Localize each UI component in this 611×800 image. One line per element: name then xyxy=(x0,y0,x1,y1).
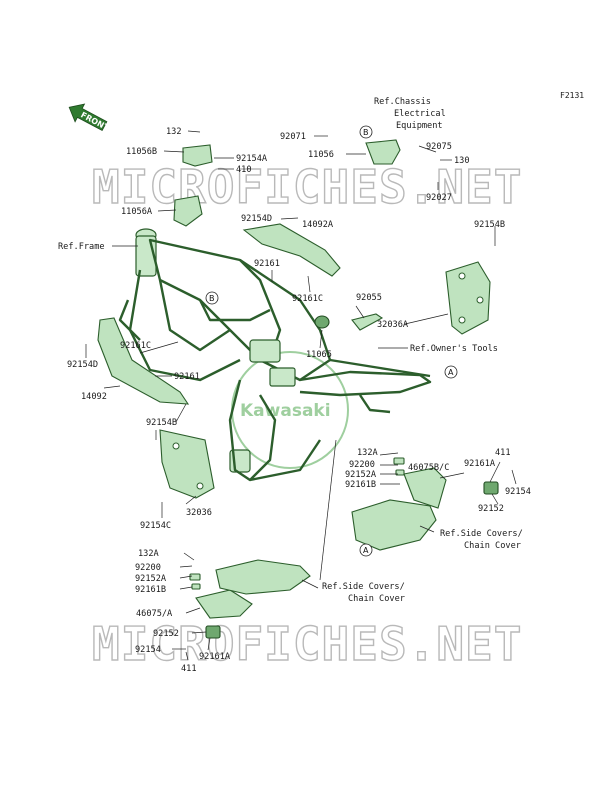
bracket-11056b xyxy=(182,144,213,167)
watermark-text-top: MICROFICHES.NET xyxy=(92,160,522,214)
ref-side-covers-right-2: Chain Cover xyxy=(464,541,521,551)
cover-14092a xyxy=(242,223,341,277)
part-label-92055: 92055 xyxy=(356,293,382,303)
cover-14092 xyxy=(97,317,190,405)
part-label-14092a: 14092A xyxy=(302,220,334,230)
guard-right xyxy=(351,499,437,551)
part-label-92200-right: 92200 xyxy=(349,460,375,470)
leader-lines xyxy=(85,130,517,661)
part-label-92154d-left: 92154D xyxy=(67,360,98,370)
ref-frame: Ref.Frame xyxy=(58,242,105,252)
part-label-92154b-left: 92154B xyxy=(146,418,177,428)
part-label-92161c-top: 92161C xyxy=(292,294,323,304)
part-label-11056: 11056 xyxy=(308,150,334,160)
ref-side-covers-left-1: Ref.Side Covers/ xyxy=(322,582,405,592)
part-label-92027: 92027 xyxy=(426,193,452,203)
part-label-411-right: 411 xyxy=(495,448,511,458)
part-label-14092: 14092 xyxy=(81,392,107,402)
ref-side-covers-left-2: Chain Cover xyxy=(348,594,405,604)
svg-text:B: B xyxy=(363,128,369,137)
collar-group-left xyxy=(189,573,221,639)
marker-a-right: A xyxy=(444,365,458,379)
part-label-92154-left: 92154 xyxy=(135,645,161,655)
part-label-92200-left: 92200 xyxy=(135,563,161,573)
svg-text:A: A xyxy=(363,546,369,555)
part-label-92152-right: 92152 xyxy=(478,504,504,514)
front-label: FRONT xyxy=(79,110,111,133)
part-label-92161-left: 92161 xyxy=(174,372,200,382)
bracket-11056a xyxy=(173,195,203,227)
part-label-32036: 32036 xyxy=(186,508,212,518)
part-label-32036a: 32036A xyxy=(377,320,409,330)
part-label-92161b-left: 92161B xyxy=(135,585,166,595)
part-label-92154b-right: 92154B xyxy=(474,220,505,230)
part-label-92152a-right: 92152A xyxy=(345,470,377,480)
bracket-46075bc xyxy=(403,467,447,509)
rubber-92055 xyxy=(351,313,384,331)
guard-left xyxy=(215,559,311,595)
plate-32036a xyxy=(445,261,491,335)
part-label-92161c-left: 92161C xyxy=(120,341,151,351)
part-label-132: 132 xyxy=(166,127,182,137)
part-label-410: 410 xyxy=(236,165,252,175)
ref-chassis-line1: Ref.Chassis xyxy=(374,97,431,107)
marker-a-left: A xyxy=(359,543,373,557)
ref-chassis-line3: Equipment xyxy=(396,121,443,131)
bracket-11056 xyxy=(365,139,401,165)
part-label-411-left: 411 xyxy=(181,664,197,674)
part-label-11065: 11065 xyxy=(306,350,332,360)
grommet-11065 xyxy=(314,315,330,329)
brand-text: Kawasaki xyxy=(240,401,331,421)
front-arrow-icon: FRONT xyxy=(68,103,111,133)
main-frame xyxy=(118,228,432,482)
part-label-92161a-right: 92161A xyxy=(464,459,496,469)
svg-text:A: A xyxy=(448,368,454,377)
part-label-130: 130 xyxy=(454,156,470,166)
part-label-92161a-left: 92161A xyxy=(199,652,231,662)
part-label-92071: 92071 xyxy=(280,132,306,142)
part-label-92154a: 92154A xyxy=(236,154,268,164)
plate-32036 xyxy=(159,429,215,499)
part-label-92154-right: 92154 xyxy=(505,487,531,497)
part-label-11056b: 11056B xyxy=(126,147,157,157)
part-label-92152-left: 92152 xyxy=(153,629,179,639)
part-label-92154c: 92154C xyxy=(140,521,171,531)
watermark-text-bottom: MICROFICHES.NET xyxy=(92,617,522,671)
part-labels: 132 11056B 92154A 410 11056A 92071 11056… xyxy=(67,127,531,674)
ref-labels: Ref.Chassis Electrical Equipment Ref.Fra… xyxy=(58,97,523,604)
watermark-bottom: MICROFICHES.NET xyxy=(91,616,522,671)
part-label-46075bc: 46075B/C xyxy=(408,463,449,473)
part-label-92154d-top: 92154D xyxy=(241,214,272,224)
marker-b-frame: B xyxy=(205,291,219,305)
bracket-46075a xyxy=(195,589,253,619)
marker-b-top: B xyxy=(359,125,373,139)
svg-text:B: B xyxy=(209,294,215,303)
figure-id: F2131 xyxy=(560,91,584,100)
part-label-11056a: 11056A xyxy=(121,207,153,217)
ref-side-covers-right-1: Ref.Side Covers/ xyxy=(440,529,523,539)
part-label-92152a-left: 92152A xyxy=(135,574,167,584)
part-label-92161b-right: 92161B xyxy=(345,480,376,490)
part-label-132a-left: 132A xyxy=(138,549,160,559)
ref-owners-tools: Ref.Owner's Tools xyxy=(410,344,498,354)
part-label-92161-top: 92161 xyxy=(254,259,280,269)
part-label-46075a: 46075/A xyxy=(136,609,173,619)
ref-chassis-line2: Electrical xyxy=(394,109,446,119)
watermark-top: MICROFICHES.NET xyxy=(91,159,522,214)
part-label-132a-right: 132A xyxy=(357,448,379,458)
part-label-92075: 92075 xyxy=(426,142,452,152)
